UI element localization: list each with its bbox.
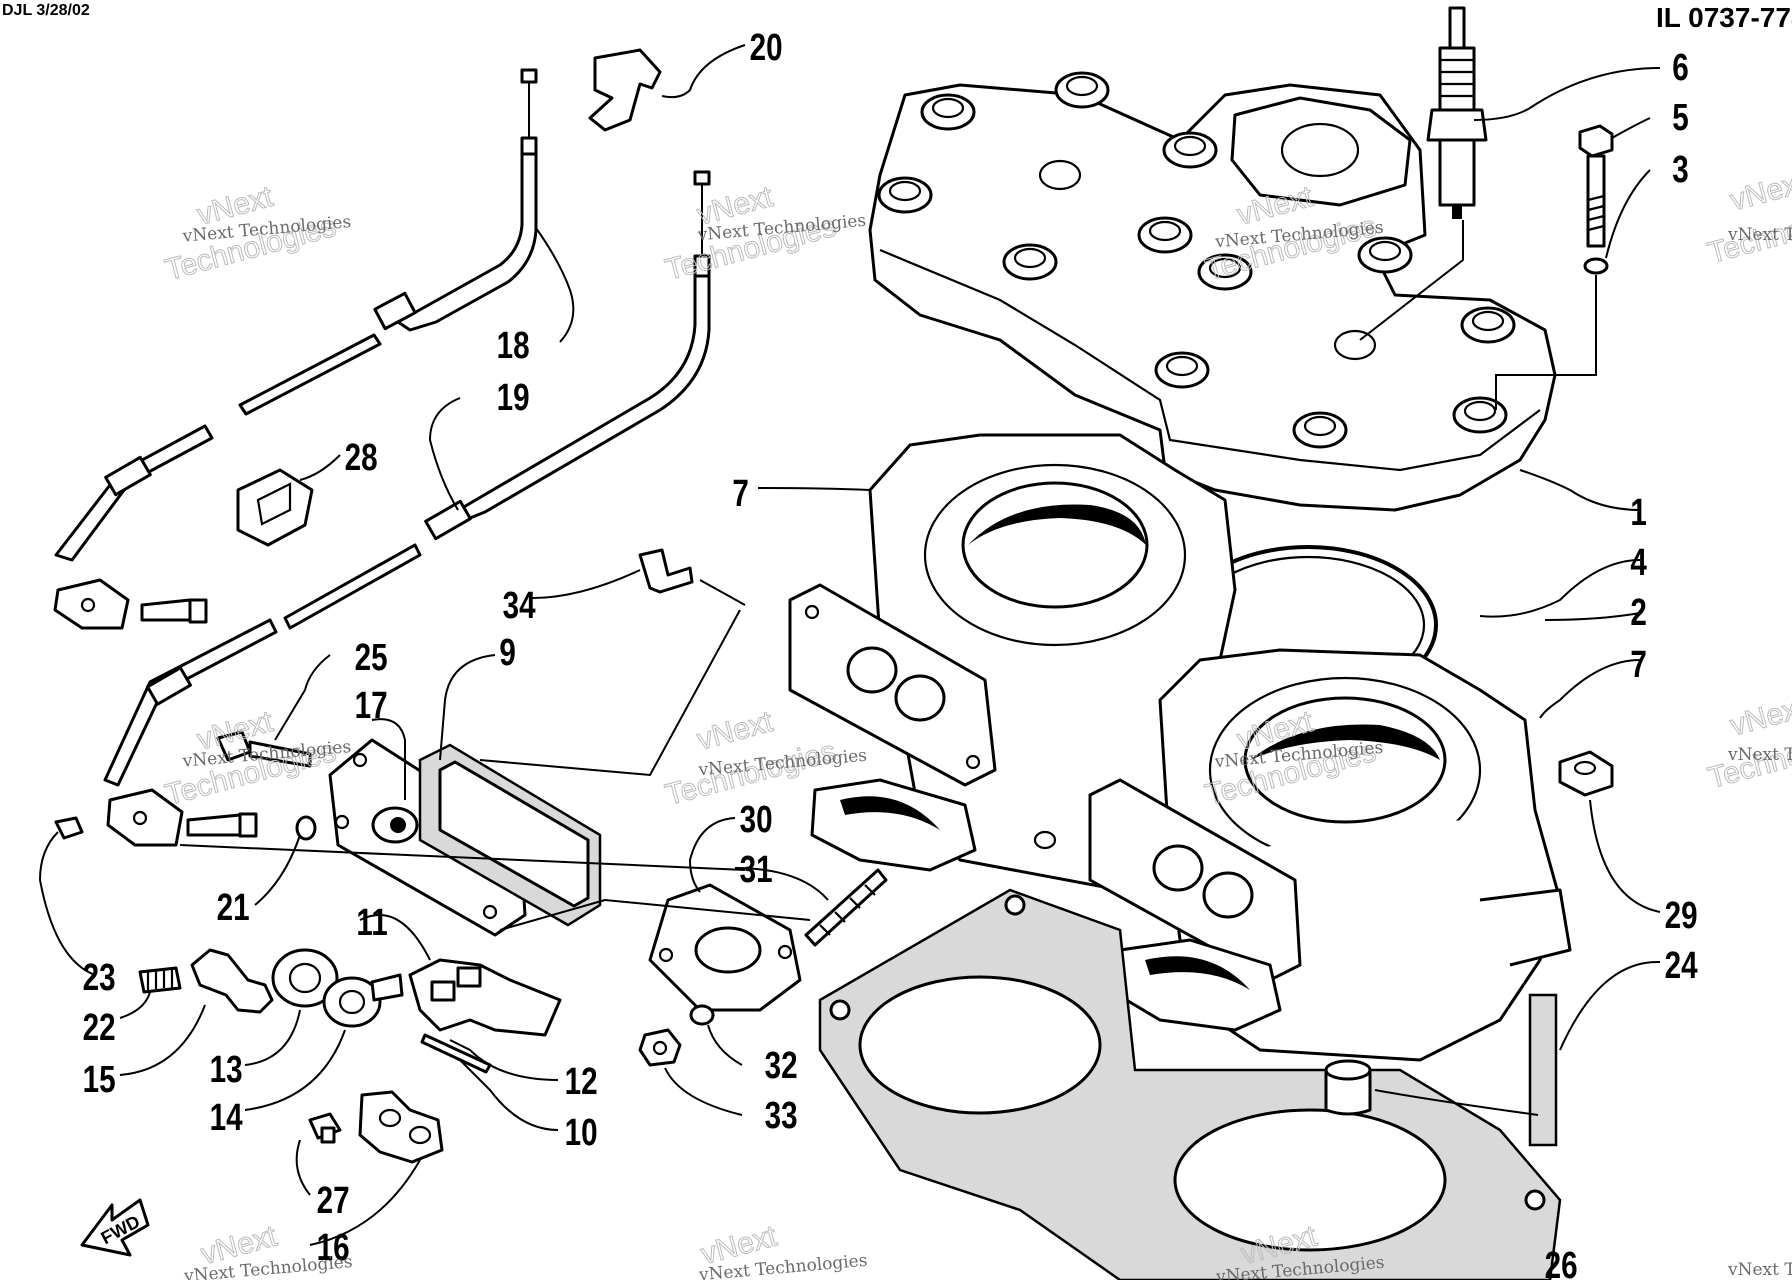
- throttle-cable: [53, 68, 538, 630]
- callout-5: 5: [1672, 97, 1688, 139]
- pump-pin: [420, 1033, 492, 1074]
- reed-cage-right: [1088, 778, 1302, 982]
- callout-12: 12: [565, 1061, 598, 1103]
- callout-11: 11: [356, 902, 387, 944]
- callout-7-upper: 7: [732, 473, 748, 515]
- callout-26: 26: [1545, 1245, 1578, 1280]
- cable-bushing: [271, 948, 339, 1008]
- lock-washer: [689, 1004, 715, 1026]
- callout-31: 31: [740, 849, 773, 891]
- callout-numbers: 1 2 3 4 5 6 7 7 9 10 11 12 13 14 15 16 1…: [83, 27, 1698, 1280]
- callout-4: 4: [1630, 542, 1647, 584]
- oil-pump-cable: [103, 170, 711, 847]
- callout-17: 17: [355, 685, 388, 727]
- callout-13: 13: [210, 1049, 243, 1091]
- callout-2: 2: [1630, 592, 1646, 634]
- svg-text:vNext Technologies: vNext Technologies: [1727, 745, 1792, 765]
- callout-14: 14: [210, 1097, 243, 1139]
- base-gasket: [818, 888, 1562, 1280]
- callout-15: 15: [83, 1059, 116, 1101]
- callout-7-lower: 7: [1630, 644, 1646, 686]
- svg-text:vNext: vNext: [694, 705, 777, 757]
- callout-20: 20: [750, 27, 783, 69]
- exhaust-nut: [638, 1028, 682, 1067]
- return-spring: [138, 966, 182, 994]
- callout-22: 22: [83, 1007, 116, 1049]
- callout-21: 21: [217, 887, 250, 929]
- dowel-pin: [1324, 1068, 1372, 1116]
- reed-cage-left: [788, 583, 997, 787]
- callout-23: 23: [83, 957, 116, 999]
- callout-19: 19: [497, 377, 530, 419]
- leader-lines: [38, 44, 1661, 1246]
- callout-9: 9: [499, 632, 515, 674]
- illustration-number: IL 0737-778: [1656, 2, 1792, 33]
- forward-direction-arrow: FWD: [80, 1198, 150, 1257]
- o-ring: [295, 815, 317, 841]
- pump-bracket: [408, 958, 562, 1037]
- control-arm: [190, 948, 274, 1014]
- stud: [1528, 993, 1558, 1147]
- washer: [1583, 257, 1609, 275]
- callout-3: 3: [1672, 149, 1688, 191]
- callout-30: 30: [740, 799, 773, 841]
- exhaust-spring: [804, 868, 888, 947]
- drawing-date-label: DJL 3/28/02: [2, 2, 90, 19]
- svg-text:vNext Technologies: vNext Technologies: [1727, 225, 1792, 245]
- callout-1: 1: [1630, 492, 1646, 534]
- callout-18: 18: [497, 325, 530, 367]
- svg-text:vNext: vNext: [1727, 691, 1792, 743]
- cable-holder: [236, 468, 314, 547]
- callout-32: 32: [765, 1045, 798, 1087]
- callout-16: 16: [317, 1227, 350, 1269]
- callout-34: 34: [503, 585, 536, 627]
- callout-29: 29: [1665, 895, 1698, 937]
- elbow-fitting: [638, 548, 694, 594]
- callout-28: 28: [345, 437, 378, 479]
- callout-33: 33: [765, 1095, 798, 1137]
- callout-27: 27: [317, 1180, 350, 1222]
- callout-25: 25: [355, 637, 388, 679]
- svg-text:vNext: vNext: [1727, 166, 1792, 218]
- callout-6: 6: [1672, 47, 1688, 89]
- cable-screw: [54, 816, 84, 840]
- spark-plug: [1426, 6, 1488, 219]
- callout-24: 24: [1665, 945, 1698, 987]
- pump-pulley: [322, 976, 382, 1028]
- head-bolt: [1578, 124, 1614, 248]
- pump-cover-gasket: [358, 1090, 444, 1164]
- callout-10: 10: [565, 1112, 598, 1154]
- head-bolt-bosses: [877, 71, 1516, 449]
- cable-clip: [588, 48, 662, 132]
- cylinder-head: [868, 71, 1557, 512]
- svg-text:vNext Technologies: vNext Technologies: [1727, 1260, 1792, 1280]
